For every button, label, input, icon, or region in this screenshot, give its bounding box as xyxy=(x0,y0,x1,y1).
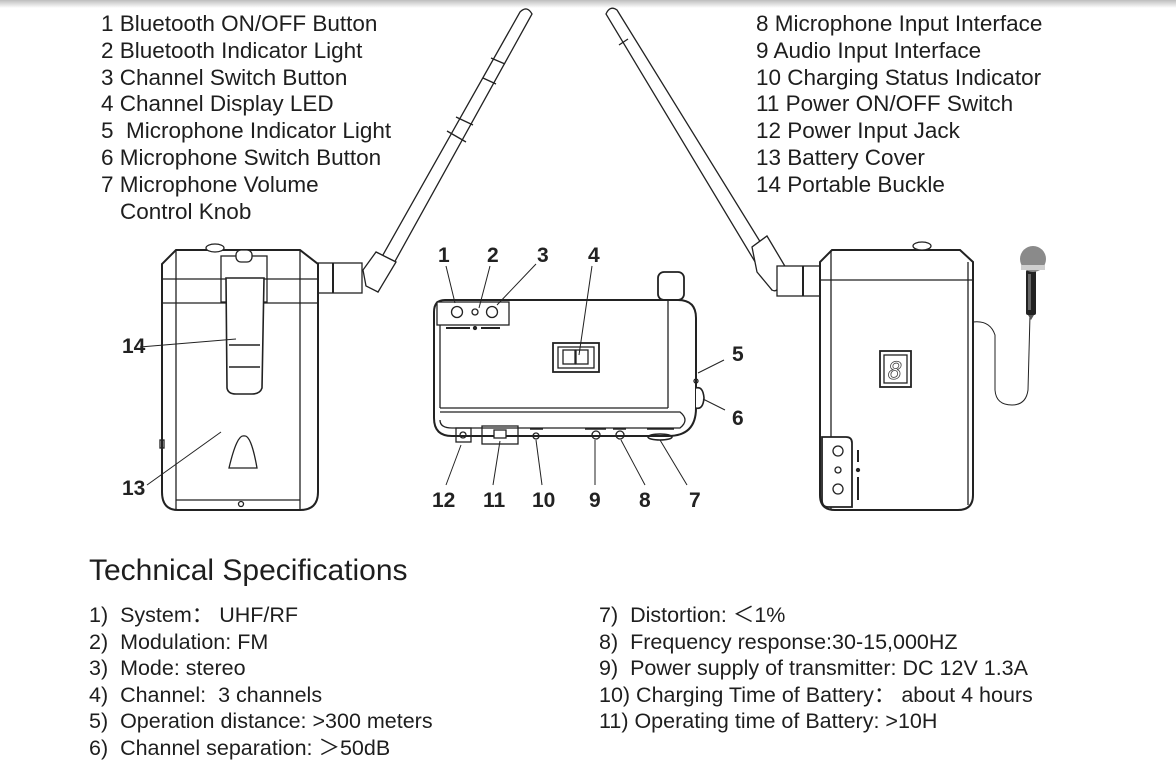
callout-label: 4 xyxy=(588,244,600,267)
spec-item: 3) Mode: stereo xyxy=(89,656,246,681)
legend-item: 5 Microphone Indicator Light xyxy=(101,118,392,144)
callout-label: 3 xyxy=(537,244,549,267)
legend-item: 8 Microphone Input Interface xyxy=(756,11,1043,36)
callout-label: 9 xyxy=(589,489,601,512)
callout-label: 7 xyxy=(689,489,701,512)
callout-label: 11 xyxy=(483,489,506,512)
callout-label: 13 xyxy=(122,477,145,500)
spec-item: 8) Frequency response:30-15,000HZ xyxy=(599,629,958,654)
legend-item: 14 Portable Buckle xyxy=(756,171,945,197)
antenna-icon xyxy=(317,8,533,294)
channel-button-icon xyxy=(485,305,499,319)
seven-segment-display-icon xyxy=(552,342,600,373)
spec-item: 1) System： UHF/RF xyxy=(89,603,299,627)
legend-item: 4 Channel Display LED xyxy=(101,91,334,117)
top-edge-shadow xyxy=(0,0,1176,8)
callout-label: 12 xyxy=(432,489,455,512)
specs-list-right: 7) Distortion: ＜1% 8) Frequency response… xyxy=(599,602,1033,735)
legend-item-continuation: Control Knob xyxy=(120,198,252,224)
legend-item: 10 Charging Status Indicator xyxy=(756,64,1042,90)
legend-item: 1 Bluetooth ON/OFF Button xyxy=(101,11,378,36)
callout-label: 1 xyxy=(438,244,450,267)
legend-item: 7 Microphone Volume xyxy=(101,171,319,197)
display-digit: 8 xyxy=(888,357,902,385)
power-jack-icon xyxy=(455,427,472,443)
spec-item: 4) Channel: 3 channels xyxy=(89,682,323,707)
back-view-device xyxy=(139,8,533,511)
callout-label: 8 xyxy=(639,489,651,512)
bluetooth-button-icon xyxy=(450,305,464,319)
top-view-device xyxy=(433,263,726,486)
battery-cover-latch-icon xyxy=(228,435,258,469)
legend-item: 11 Power ON/OFF Switch xyxy=(756,91,1014,117)
legend-item: 12 Power Input Jack xyxy=(756,118,960,144)
device-diagram: 14 13 xyxy=(122,7,1046,512)
specs-list-left: 1) System： UHF/RF 2) Modulation: FM 3) M… xyxy=(89,602,433,762)
specs-title: Technical Specifications xyxy=(89,554,408,587)
callout-label: 2 xyxy=(487,244,499,267)
bluetooth-indicator-icon xyxy=(471,308,479,316)
parts-legend-right: 8 Microphone Input Interface 9 Audio Inp… xyxy=(756,11,1042,199)
spec-item: 10) Charging Time of Battery： about 4 ho… xyxy=(599,682,1033,707)
callout-label: 14 xyxy=(122,335,146,358)
spec-item: 11) Operating time of Battery: >10H xyxy=(599,709,938,734)
callout-label: 5 xyxy=(732,343,744,366)
antenna-icon xyxy=(605,7,821,297)
legend-item: 13 Battery Cover xyxy=(756,144,925,170)
legend-item: 9 Audio Input Interface xyxy=(756,37,982,63)
front-view-device: 8 xyxy=(605,7,1046,511)
callout-label: 10 xyxy=(532,489,555,512)
legend-item: 3 Channel Switch Button xyxy=(101,64,348,90)
spec-item: 6) Channel separation: ＞50dB xyxy=(89,735,391,760)
spec-item: 2) Modulation: FM xyxy=(89,629,269,654)
legend-item: 2 Bluetooth Indicator Light xyxy=(101,37,363,63)
legend-item: 6 Microphone Switch Button xyxy=(101,144,382,170)
spec-item: 5) Operation distance: >300 meters xyxy=(89,709,433,734)
seven-segment-display-icon: 8 xyxy=(879,350,912,388)
callout-label: 6 xyxy=(732,407,744,430)
belt-clip-icon xyxy=(220,249,268,395)
parts-legend-left: 1 Bluetooth ON/OFF Button 2 Bluetooth In… xyxy=(101,11,391,225)
spec-item: 9) Power supply of transmitter: DC 12V 1… xyxy=(599,656,1028,681)
microphone-icon xyxy=(1020,246,1046,320)
spec-item: 7) Distortion: ＜1% xyxy=(599,603,786,627)
